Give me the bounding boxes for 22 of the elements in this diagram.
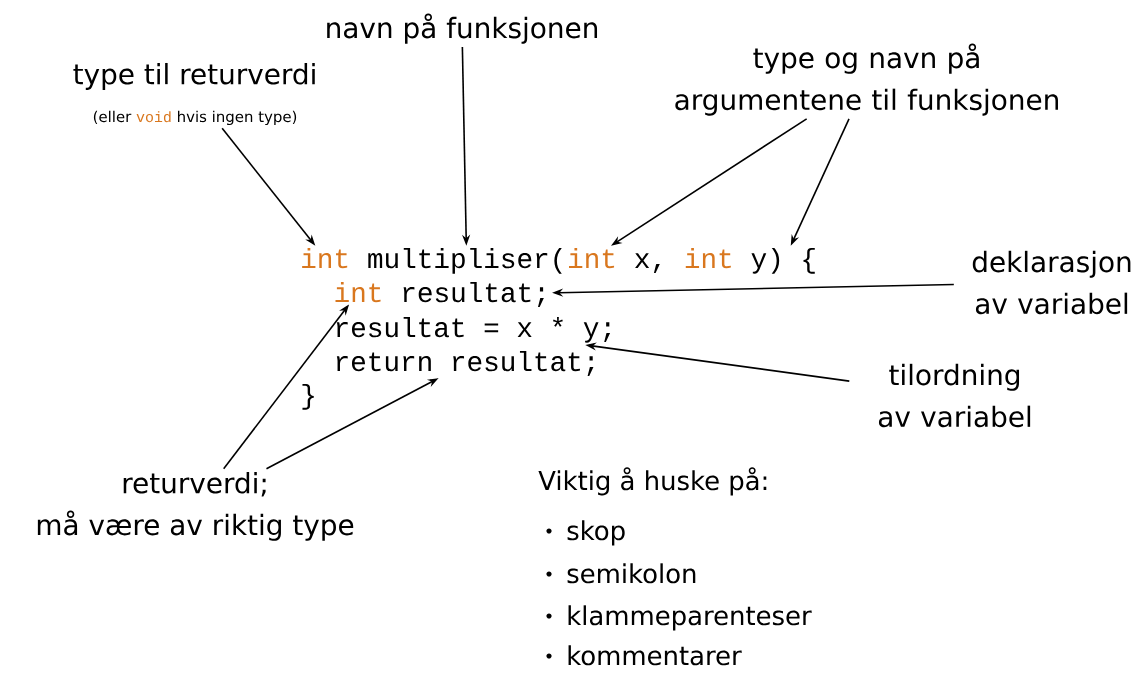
code-token: int (569, 247, 615, 269)
annotation-text: returverdi; må være av riktig type (37, 471, 354, 541)
annotation-text: navn på funksjonen (327, 13, 597, 44)
code-token: int (302, 247, 348, 269)
annotation-text: type til returverdi (eller void hvis ingen type) (73, 62, 315, 126)
code-token: } (302, 383, 314, 410)
annotation-text: tilordning av variabel (878, 363, 1031, 428)
code-token: return resultat; (336, 350, 594, 376)
list-item: klammeparenteser (568, 605, 812, 631)
code-token: x, (635, 253, 660, 273)
code-token: resultat; (403, 281, 544, 307)
code-token: y) { (751, 247, 815, 274)
code-token: resultat = x * y; (336, 316, 611, 343)
code-token: int (335, 281, 381, 303)
list-item: semikolon (567, 563, 696, 584)
code-token: multipliser( (368, 247, 562, 274)
list-heading: Viktig å huske på: (538, 467, 767, 496)
annotation-text: type og navn på argumentene til funksjonen (675, 43, 1058, 116)
code-token: int (685, 247, 731, 269)
list-item: skop (567, 520, 625, 546)
annotation-text: deklarasjon av variabel (972, 250, 1131, 315)
list-item: kommentarer (568, 645, 742, 666)
